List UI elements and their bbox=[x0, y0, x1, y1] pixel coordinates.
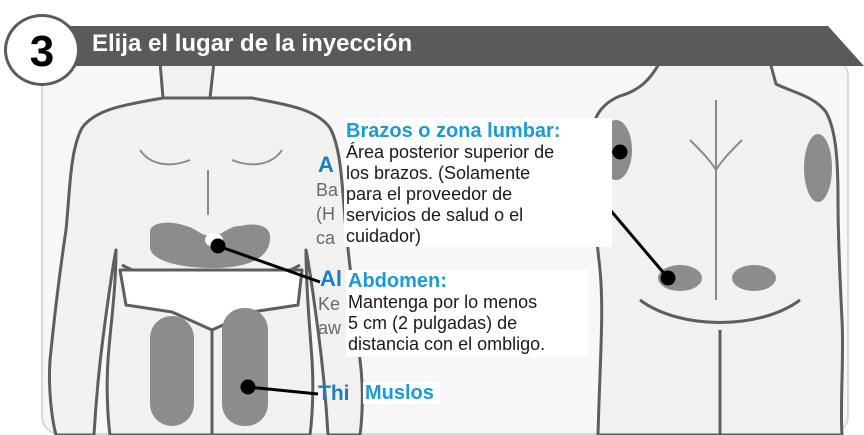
back-contour-lines bbox=[689, 100, 743, 300]
abdomen-line: distancia con el ombligo. bbox=[348, 334, 546, 354]
underlying-arms-line: ca bbox=[316, 228, 336, 248]
arms-line: cuidador) bbox=[346, 226, 422, 246]
front-injection-sites bbox=[150, 222, 271, 426]
step-banner bbox=[28, 12, 864, 74]
arms-line: los brazos. (Solamente bbox=[346, 163, 531, 183]
step-number: 3 bbox=[29, 27, 55, 76]
step-number-badge: 3 bbox=[4, 14, 80, 86]
underlying-abdomen-line: Ke bbox=[318, 294, 341, 314]
underlying-abdomen-line: aw bbox=[318, 318, 342, 338]
underlying-abdomen-heading: Al bbox=[320, 266, 342, 291]
back-arm-site-right bbox=[804, 134, 832, 202]
abdomen-pointer bbox=[217, 244, 321, 284]
banner-shape bbox=[48, 26, 864, 66]
arms-heading: Brazos o zona lumbar: bbox=[346, 120, 561, 142]
abdomen-heading: Abdomen: bbox=[348, 270, 447, 292]
arms-label: Brazos o zona lumbar: Área posterior sup… bbox=[344, 118, 612, 247]
arms-line: para el proveedor de bbox=[346, 184, 513, 204]
lower-back-site-right bbox=[732, 265, 776, 291]
thighs-heading: Muslos bbox=[365, 382, 434, 404]
underlying-arms-line: Ba bbox=[316, 180, 339, 200]
thigh-site-right bbox=[222, 308, 268, 426]
underlying-arms-heading: A bbox=[318, 152, 334, 177]
arms-line: Área posterior superior de bbox=[346, 142, 555, 162]
step-title: Elija el lugar de la inyección bbox=[92, 30, 413, 57]
abdomen-line: 5 cm (2 pulgadas) de bbox=[348, 313, 518, 333]
underlying-thighs-heading: Thi bbox=[318, 382, 350, 405]
thigh-pointer bbox=[247, 385, 319, 396]
thigh-site-left bbox=[150, 316, 194, 426]
arms-line: servicios de salud o el bbox=[346, 205, 524, 225]
abdomen-label: Abdomen: Mantenga por lo menos 5 cm (2 p… bbox=[346, 270, 588, 357]
abdomen-line: Mantenga por lo menos bbox=[348, 292, 538, 312]
underlying-arms-line: (H bbox=[316, 204, 335, 224]
thighs-label: Muslos bbox=[363, 382, 440, 404]
front-chest-lines bbox=[139, 149, 283, 215]
